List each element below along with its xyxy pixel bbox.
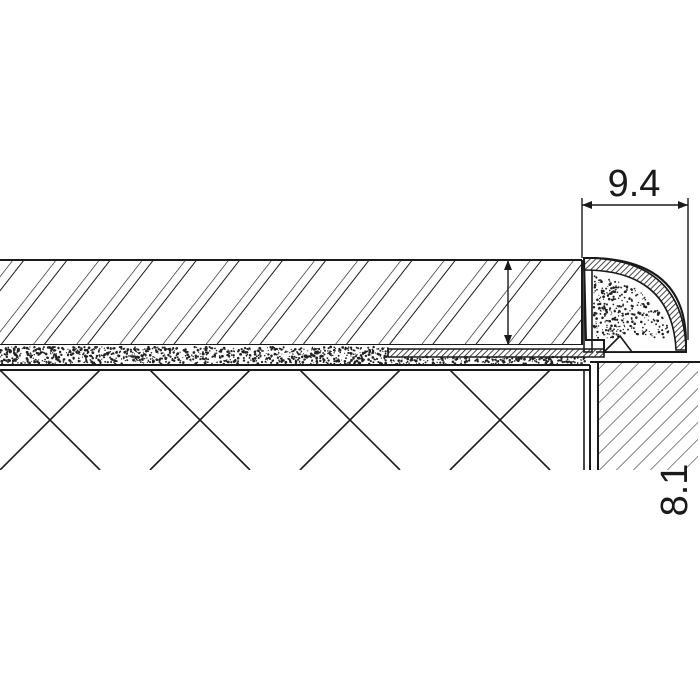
tile-layer (0, 259, 583, 346)
wall-section (590, 361, 700, 470)
width-dimension: 9.4 (581, 163, 689, 340)
adhesive-layer (0, 345, 590, 366)
edge-trim-profile (387, 257, 687, 358)
height-dimension-label: 8.1 (654, 464, 696, 517)
width-dimension-label: 9.4 (608, 163, 661, 205)
height-dimension: 8.1 (504, 260, 696, 517)
substrate-layer (0, 365, 591, 470)
